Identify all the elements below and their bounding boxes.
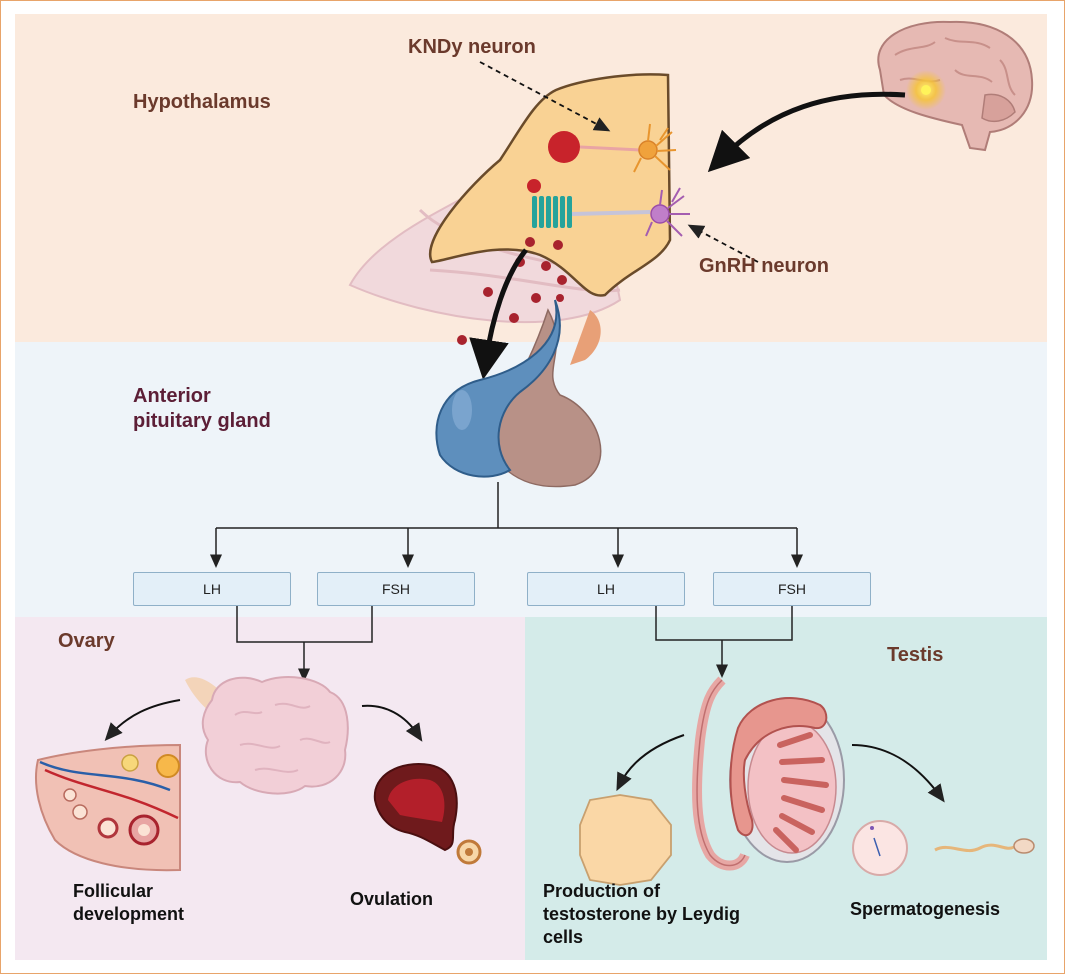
spermatogenesis-label: Spermatogenesis: [850, 899, 1001, 919]
hypothalamus-to-pituitary-arrow: [469, 248, 528, 380]
hormone-box-lh-male: LH: [527, 572, 685, 606]
hypothalamus-label: Hypothalamus: [133, 91, 271, 113]
arrow-to-spermatogenesis: [851, 744, 945, 803]
gnrh-neuron-icon: [527, 179, 690, 237]
brain-to-hypothalamus-arrow: [707, 91, 906, 173]
kndy-pointer-arrow: [479, 61, 611, 132]
pituitary-branch-lines: [216, 482, 797, 529]
arrow-to-ovulation: [361, 704, 423, 742]
pituitary-gland-icon: [435, 299, 602, 488]
testis-hormone-join-line: [655, 606, 793, 641]
ovulation-label: Ovulation: [350, 889, 434, 909]
receptor-icon: [532, 196, 572, 228]
arrow-to-leydig-cells: [616, 734, 685, 792]
gnrh-neuron-label: GnRH neuron: [699, 255, 829, 277]
testis-icon: [692, 676, 845, 871]
ovary-hormone-join-line: [236, 606, 373, 643]
follicle-section-icon: [35, 743, 181, 872]
arrow-to-follicular-development: [104, 699, 181, 741]
leydig-cell-icon: [579, 794, 672, 886]
follicular-label-line1: Follicular: [73, 881, 154, 901]
kndy-neuron-label: KNDy neuron: [408, 36, 536, 58]
brain-icon: [877, 20, 1034, 152]
ovulation-icon: [373, 763, 482, 865]
testosterone-label-line3: cells: [543, 927, 584, 947]
hormone-box-fsh-female: FSH: [317, 572, 475, 606]
ovary-label: Ovary: [58, 630, 115, 652]
testosterone-label-line1: Production of: [543, 881, 660, 901]
testosterone-label-line2: testosterone by Leydig: [543, 904, 741, 924]
follicular-label-line2: development: [73, 904, 185, 924]
spermatogenesis-icon: [852, 820, 1035, 876]
ovary-icon: [185, 676, 349, 795]
kndy-neuron-icon: [548, 123, 677, 173]
pituitary-label-line1: Anterior: [133, 385, 211, 407]
hormone-box-fsh-male: FSH: [713, 572, 871, 606]
hypothalamus-tissue: [348, 73, 672, 324]
gnrh-pointer-arrow: [687, 224, 759, 263]
testis-label: Testis: [887, 644, 944, 666]
pituitary-label-line2: pituitary gland: [133, 410, 271, 432]
hormone-box-lh-female: LH: [133, 572, 291, 606]
